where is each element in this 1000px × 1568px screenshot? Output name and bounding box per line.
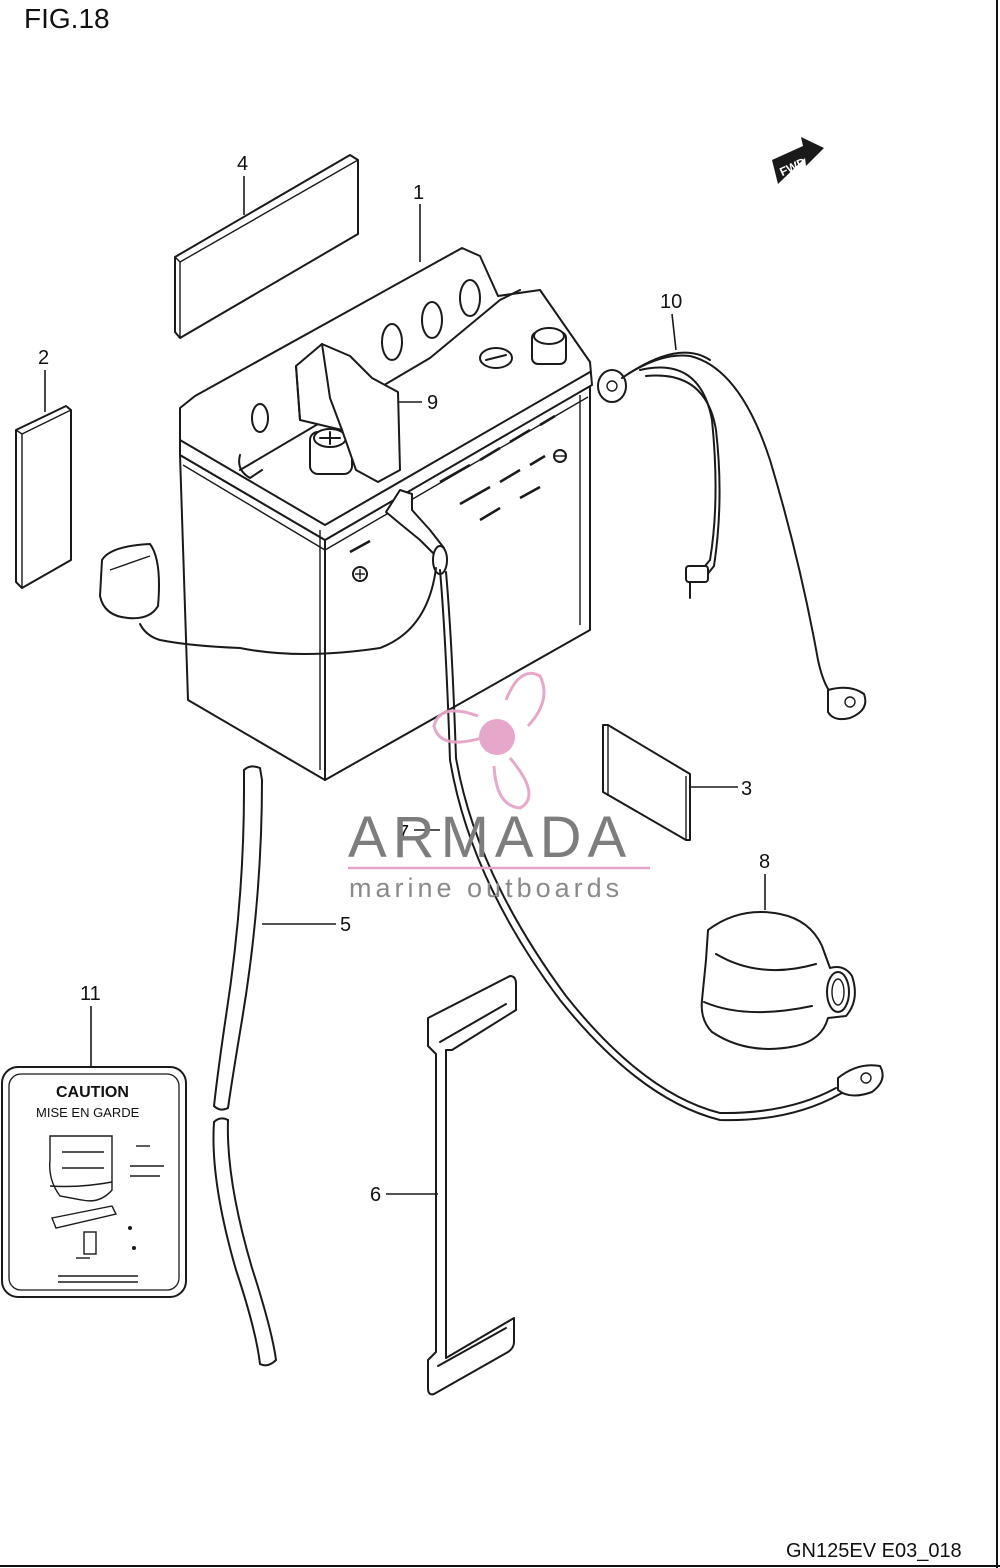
caution-heading: CAUTION [56, 1084, 129, 1101]
part-3-pad [602, 724, 691, 841]
part-4-pad [174, 154, 359, 339]
figure-code: GN125EV E03_018 [786, 1540, 962, 1562]
propeller-logo-icon [432, 671, 546, 810]
callout-8: 8 [759, 851, 770, 873]
battery-negative-terminal [479, 327, 567, 369]
caution-subheading: MISE EN GARDE [36, 1105, 140, 1120]
caution-pictogram-icon [49, 1135, 164, 1283]
part-6-battery-strap [427, 975, 517, 1396]
callout-2: 2 [38, 347, 49, 369]
callout-11: 11 [80, 983, 101, 1005]
part-2-pad [15, 405, 72, 589]
callout-9: 9 [427, 392, 438, 414]
part-10-negative-cable [597, 351, 867, 721]
leader-10 [671, 313, 677, 351]
part-1-battery [179, 247, 593, 781]
forward-arrow-icon: FWD [772, 137, 824, 184]
callout-1: 1 [413, 182, 424, 204]
part-7-positive-cable [99, 489, 884, 1122]
callout-6: 6 [370, 1184, 381, 1206]
part-9-terminal-cover [295, 343, 401, 483]
callout-3: 3 [741, 778, 752, 800]
callout-10: 10 [660, 291, 682, 313]
part-8-boot-cover [700, 911, 856, 1050]
figure-title: FIG.18 [24, 3, 110, 34]
part-5-breather-hose [212, 765, 277, 1367]
watermark-brand: ARMADA [348, 805, 632, 870]
battery-vent-caps [251, 279, 481, 433]
watermark-tagline: marine outboards [349, 873, 623, 903]
part-11-caution-label: CAUTION MISE EN GARDE [1, 1066, 187, 1298]
callout-7: 7 [398, 822, 409, 844]
callout-4: 4 [237, 153, 248, 175]
callout-5: 5 [340, 914, 351, 936]
